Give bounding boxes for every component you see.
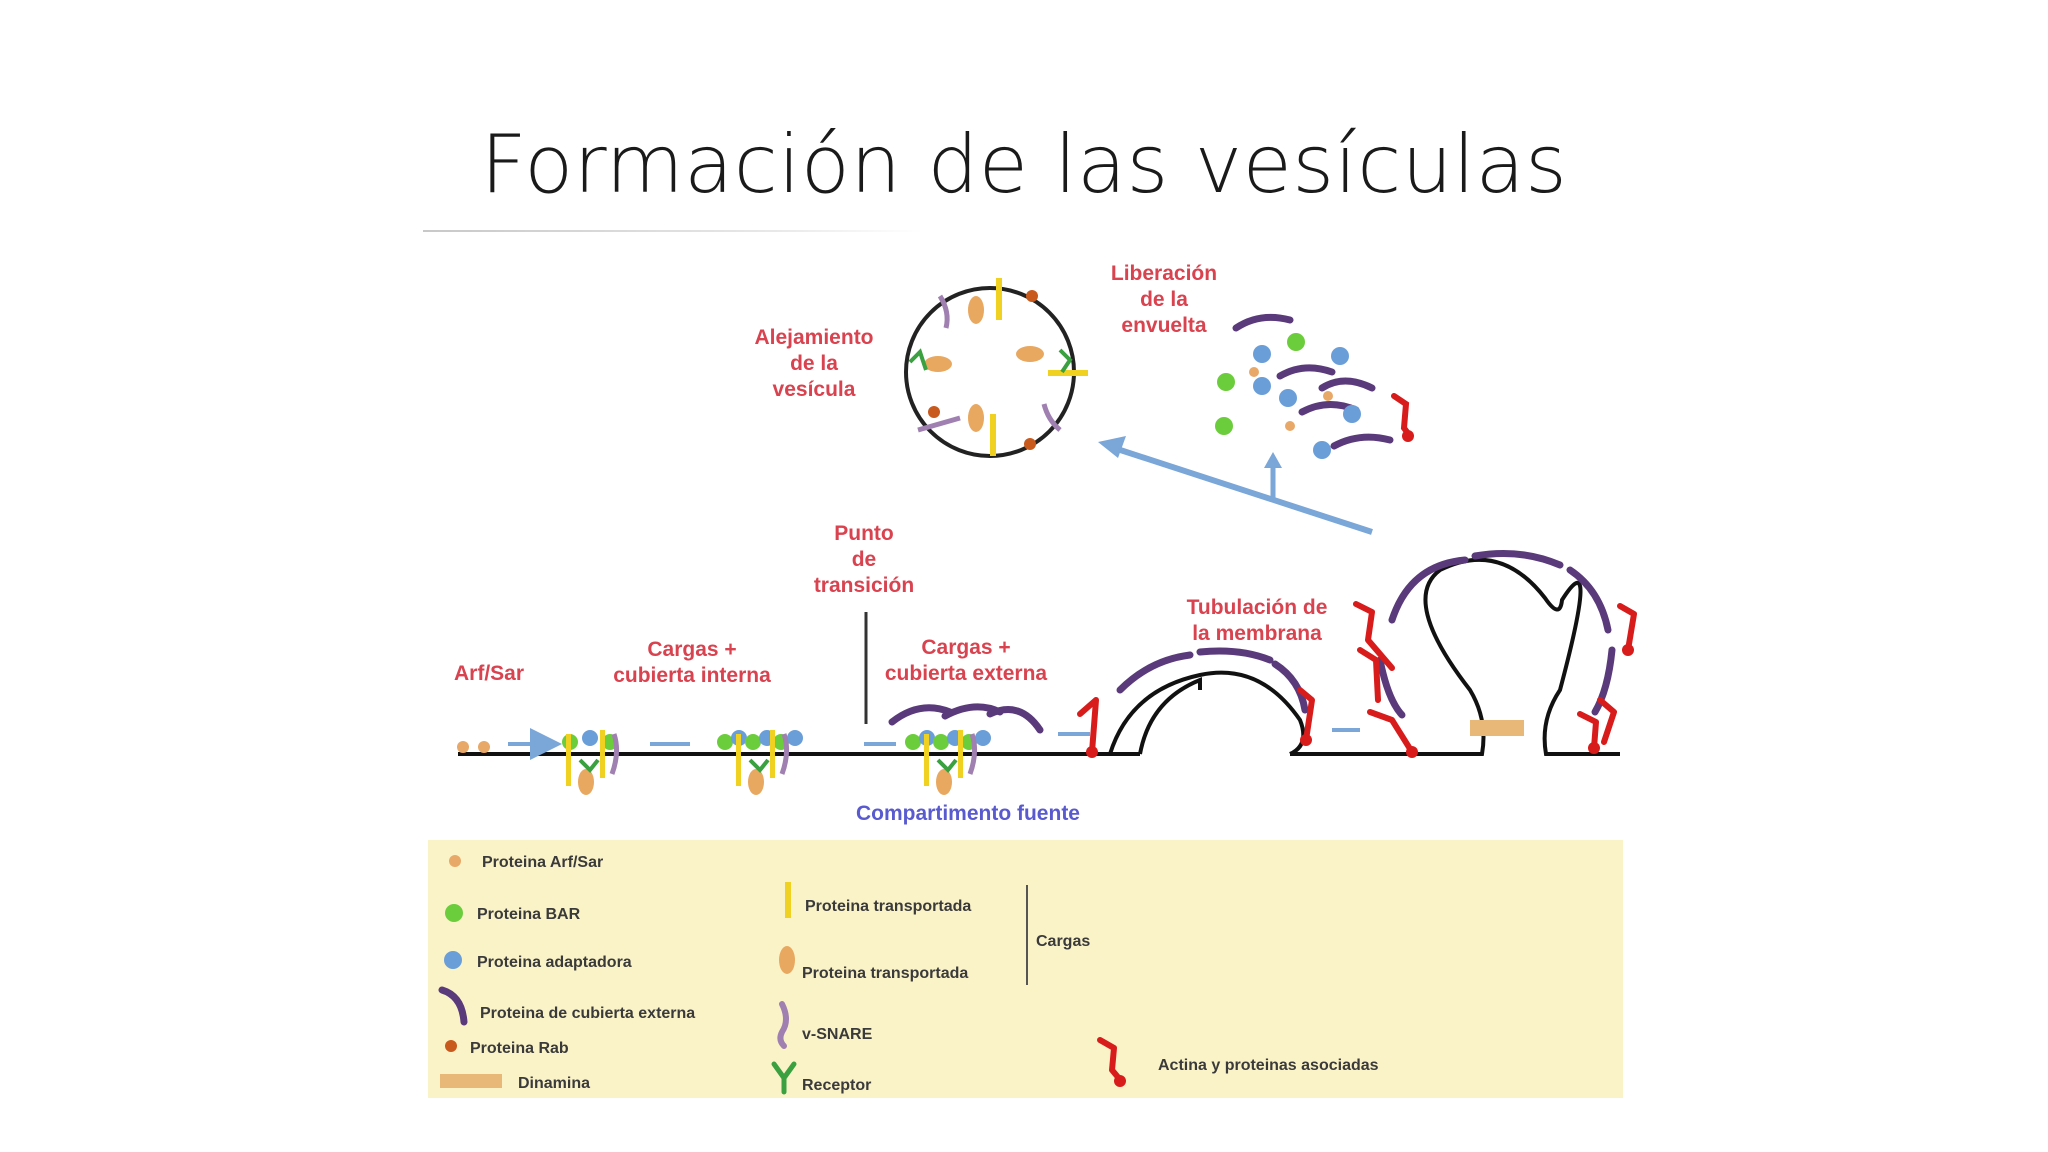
slide-title: Formación de las vesículas <box>480 118 1568 211</box>
svg-text:cubierta externa: cubierta externa <box>885 662 1048 685</box>
label-punto-transicion: Punto de transición <box>814 522 914 597</box>
dynamin-ring <box>1470 720 1524 736</box>
legend-transportada-2: Proteina transportada <box>802 965 968 982</box>
svg-text:Tubulación de: Tubulación de <box>1187 596 1328 619</box>
v-snare-legend-icon <box>777 1001 789 1049</box>
legend-receptor: Receptor <box>802 1077 871 1094</box>
budding-coat <box>1116 647 1309 714</box>
stage-arrows <box>650 728 1360 746</box>
receptor-legend-icon <box>771 1061 797 1095</box>
label-liberacion: Liberación de la envuelta <box>1111 262 1217 337</box>
svg-text:Alejamiento: Alejamiento <box>754 326 873 349</box>
arf-sar-stage <box>457 728 562 760</box>
actin-legend-head <box>1114 1075 1126 1087</box>
svg-text:de la: de la <box>790 352 838 375</box>
rab-protein-legend-icon <box>445 1040 457 1052</box>
bar-protein-legend-icon <box>445 904 463 922</box>
protein-clusters <box>562 730 991 795</box>
release-arrow <box>1098 436 1373 535</box>
protein-mark <box>745 734 761 750</box>
protein-mark <box>936 769 952 795</box>
outer-coat-stage <box>888 703 1044 734</box>
svg-text:envuelta: envuelta <box>1121 314 1207 337</box>
protein-mark <box>770 730 775 778</box>
svg-text:la membrana: la membrana <box>1192 622 1322 645</box>
actin-network <box>1077 601 1637 755</box>
label-arf-sar: Arf/Sar <box>454 662 524 685</box>
legend-actina: Actina y proteinas asociadas <box>1158 1057 1379 1074</box>
svg-text:Punto: Punto <box>834 522 893 545</box>
protein-mark <box>933 734 949 750</box>
protein-mark <box>578 758 600 773</box>
label-cargas-interna: Cargas + cubierta interna <box>613 638 771 687</box>
protein-mark <box>609 733 620 775</box>
cargo-oval-legend-icon <box>779 946 795 974</box>
protein-mark <box>566 734 571 786</box>
label-alejamiento: Alejamiento de la vesícula <box>754 326 873 401</box>
label-tubulacion: Tubulación de la membrana <box>1187 596 1328 645</box>
protein-mark <box>905 734 921 750</box>
legend-transportada-1: Proteina transportada <box>805 898 971 915</box>
protein-mark <box>967 733 978 775</box>
actin-heads <box>1086 644 1634 758</box>
svg-text:Liberación: Liberación <box>1111 262 1217 285</box>
svg-text:vesícula: vesícula <box>773 378 856 401</box>
protein-mark <box>958 730 963 778</box>
protein-mark <box>787 730 803 746</box>
legend-vsnare: v-SNARE <box>802 1026 873 1043</box>
protein-mark <box>578 769 594 795</box>
protein-mark <box>924 734 929 786</box>
protein-mark <box>582 730 598 746</box>
legend-bar: Proteina BAR <box>477 906 581 923</box>
svg-text:Cargas +: Cargas + <box>921 636 1010 659</box>
svg-text:transición: transición <box>814 574 914 597</box>
legend-cargas: Cargas <box>1036 933 1090 950</box>
title-underline <box>423 230 923 232</box>
adaptor-protein-legend-icon <box>444 951 462 969</box>
svg-text:de la: de la <box>1140 288 1188 311</box>
legend-box <box>428 840 1623 1098</box>
protein-mark <box>748 758 770 773</box>
protein-mark <box>736 734 741 786</box>
legend-dinamina: Dinamina <box>518 1075 590 1092</box>
label-compartimento-fuente: Compartimento fuente <box>856 802 1080 825</box>
label-cargas-externa: Cargas + cubierta externa <box>885 636 1048 685</box>
protein-mark <box>600 730 605 778</box>
legend-cubierta-externa: Proteina de cubierta externa <box>480 1005 695 1022</box>
cargo-bar-legend-icon <box>785 882 791 918</box>
protein-mark <box>975 730 991 746</box>
svg-text:cubierta interna: cubierta interna <box>613 664 771 687</box>
protein-mark <box>748 769 764 795</box>
released-coat <box>1215 313 1414 459</box>
arf-sar-legend-icon <box>449 855 461 867</box>
protein-mark <box>936 758 958 773</box>
svg-text:Cargas +: Cargas + <box>647 638 736 661</box>
bud-coat <box>1376 549 1616 719</box>
protein-mark <box>779 733 790 775</box>
dynamin-legend-icon <box>440 1074 502 1088</box>
legend-rab: Proteina Rab <box>470 1040 569 1057</box>
outer-coat-legend-icon <box>438 986 468 1026</box>
svg-text:de: de <box>852 548 877 571</box>
protein-mark <box>717 734 733 750</box>
legend-adaptadora: Proteina adaptadora <box>477 954 632 971</box>
vesicle-proteins <box>908 278 1088 456</box>
legend-arf-sar: Proteina Arf/Sar <box>482 854 603 871</box>
